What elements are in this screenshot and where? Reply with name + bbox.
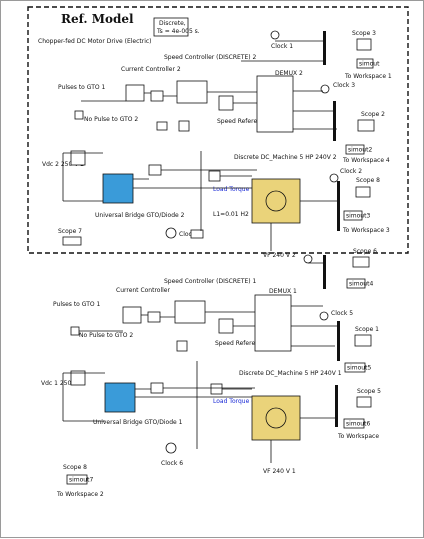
clock-icon[interactable] (321, 85, 329, 93)
vf-label: VF 240 V 1 (263, 468, 296, 475)
load-torque-block[interactable] (209, 171, 220, 181)
clock-icon[interactable] (320, 312, 328, 320)
scope-label: Scope 2 (361, 111, 385, 118)
pulses-label: No Pulse to GTO 2 (79, 332, 133, 339)
demux-block[interactable] (255, 295, 291, 351)
relay-block[interactable] (151, 91, 163, 101)
scope-lower-left-label: Scope 8 (63, 464, 87, 471)
speed-controller-label: Speed Controller (DISCRETE) 1 (164, 278, 257, 285)
gain-block[interactable] (177, 341, 187, 351)
to-workspace-label: To Workspace 2 (56, 491, 104, 498)
motor-label: Discrete DC_Machine 5 HP 240V 2 (234, 154, 337, 161)
scope-label: Scope 8 (356, 177, 380, 184)
current-controller-block[interactable] (126, 85, 144, 101)
mux-bar[interactable] (337, 181, 340, 231)
mux-bar[interactable] (335, 385, 338, 427)
simout-label: simout2 (348, 147, 372, 154)
voltage-measure-block[interactable] (149, 165, 161, 175)
clock-label: Clock 1 (271, 43, 293, 50)
scope-block[interactable] (357, 397, 371, 407)
scope-block[interactable] (357, 39, 371, 50)
current-controller-label: Current Controller (116, 287, 170, 294)
demux-label: DEMUX 1 (269, 288, 297, 295)
scope-label: Scope 5 (357, 388, 381, 395)
to-workspace-label: To Workspace 1 (344, 73, 392, 80)
mux-bar[interactable] (337, 321, 340, 361)
discrete-line1: Discrete, (159, 20, 186, 27)
clock-icon[interactable] (166, 228, 176, 238)
vf-label: VF 240 V 2 (263, 252, 296, 259)
speed-controller-block[interactable] (175, 301, 205, 323)
ref-model-title: Ref. Model (61, 12, 134, 26)
clock-label: Clock 5 (331, 310, 353, 317)
bridge-label: Universal Bridge GTO/Diode 2 (95, 212, 185, 219)
constant-block[interactable] (75, 111, 83, 119)
universal-bridge-block[interactable] (105, 383, 135, 412)
clock-icon[interactable] (304, 255, 312, 263)
discrete-line2: Ts = 4e-005 s. (156, 28, 200, 35)
simout-label: simout5 (347, 365, 371, 372)
dc-machine-block[interactable] (252, 179, 300, 223)
pulses-label: Pulses to GTO 1 (53, 301, 100, 308)
pulses-label: No Pulse to GTO 2 (84, 116, 138, 123)
scope-block[interactable] (353, 257, 369, 267)
scope7-label: Scope 7 (58, 228, 82, 235)
current-controller-block[interactable] (123, 307, 141, 323)
simout-label: simout7 (69, 477, 93, 484)
constant-block[interactable] (71, 327, 79, 335)
scope-label: Scope 6 (353, 248, 377, 255)
demux-block[interactable] (257, 76, 293, 132)
speed-reference-block[interactable] (219, 319, 233, 333)
to-workspace-label: To Workspace 3 (342, 227, 390, 234)
scope-block[interactable] (63, 237, 81, 245)
ref-model-subtitle: Chopper-fed DC Motor Drive (Electric) (38, 38, 152, 45)
clock-icon[interactable] (271, 31, 279, 39)
scope-block[interactable] (356, 187, 370, 197)
mux-bar[interactable] (323, 31, 326, 65)
clock-icon[interactable] (166, 443, 176, 453)
clock-label: Clock 2 (340, 168, 362, 175)
speed-controller-label: Speed Controller (DISCRETE) 2 (164, 54, 257, 61)
signal-wire (81, 91, 337, 129)
scope-label: Scope 1 (355, 326, 379, 333)
pulses-label: Pulses to GTO 1 (58, 84, 105, 91)
simout-label: simout4 (349, 281, 373, 288)
dc-machine-block[interactable] (252, 396, 300, 440)
signal-wire (79, 306, 337, 346)
motor-label: Discrete DC_Machine 5 HP 240V 1 (239, 370, 342, 377)
speed-controller-block[interactable] (177, 81, 207, 103)
gain-block[interactable] (179, 121, 189, 131)
simout-label: simout (359, 61, 380, 68)
scope-block[interactable] (355, 335, 371, 346)
to-workspace-label: To Workspace (337, 433, 379, 440)
clock-label: Clock 3 (333, 82, 355, 89)
gain-block[interactable] (191, 230, 203, 238)
scope-label: Scope 3 (352, 30, 376, 37)
clock-label: Clock 6 (161, 460, 183, 467)
inductor-label: L1=0.01 H2 (213, 211, 249, 218)
relay-block[interactable] (148, 312, 160, 322)
speed-reference-block[interactable] (219, 96, 233, 110)
current-controller-label: Current Controller 2 (121, 66, 181, 73)
gain-block[interactable] (157, 122, 167, 130)
voltage-measure-block[interactable] (151, 383, 163, 393)
to-workspace-label: To Workspace 4 (342, 157, 390, 164)
mux-bar[interactable] (323, 255, 326, 289)
universal-bridge-block[interactable] (103, 174, 133, 203)
simout-label: simout6 (346, 421, 370, 428)
clock-icon[interactable] (330, 174, 338, 182)
mux-bar[interactable] (333, 101, 336, 141)
bridge-label: Universal Bridge GTO/Diode 1 (93, 419, 183, 426)
simout-label: simout3 (346, 213, 370, 220)
load-torque-block[interactable] (211, 384, 222, 394)
scope-block[interactable] (358, 120, 374, 131)
